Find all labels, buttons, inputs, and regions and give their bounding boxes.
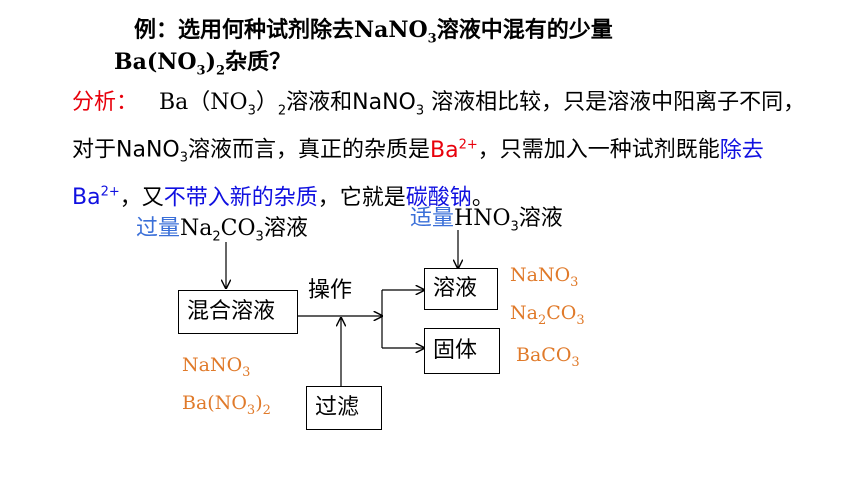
solid-ion: BaCO3 [516, 344, 580, 370]
proper-reagent-label: 适量HNO3溶液 [410, 206, 563, 235]
remove-ion-text: 除去Ba2+ [72, 137, 764, 211]
analysis-label: 分析： [72, 90, 139, 115]
mix-ion-1: NaNO3 [182, 354, 251, 380]
mix-ions: NaNO3 Ba(NO3)2 [182, 350, 271, 426]
solid-box: 固体 [424, 328, 500, 374]
question-line-2: Ba(NO3)2杂质？ [114, 49, 292, 79]
question-line-1: 例：选用何种试剂除去NaNO3溶液中混有的少量 [134, 17, 613, 47]
solution-ion-2: Na2CO3 [510, 301, 585, 328]
impurity-ion: Ba2+ [430, 137, 478, 163]
mix-solution-box: 混合溶液 [178, 290, 298, 334]
no-new-impurity-text: 不带入新的杂质 [163, 185, 318, 211]
filter-box: 过滤 [306, 386, 382, 430]
excess-reagent-label: 过量Na2CO3溶液 [136, 216, 308, 245]
analysis-paragraph: 分析： Ba（NO3）2溶液和NaNO3 溶液相比较，只是溶液中阳离子不同，对于… [72, 90, 806, 211]
mix-ion-2: Ba(NO3)2 [182, 391, 271, 418]
solution-box: 溶液 [424, 268, 498, 310]
solution-ion-1: NaNO3 [510, 264, 579, 290]
operation-label: 操作 [308, 278, 353, 303]
reagent-answer: 碳酸钠 [405, 185, 472, 211]
solution-ions: NaNO3 Na2CO3 [510, 260, 585, 336]
